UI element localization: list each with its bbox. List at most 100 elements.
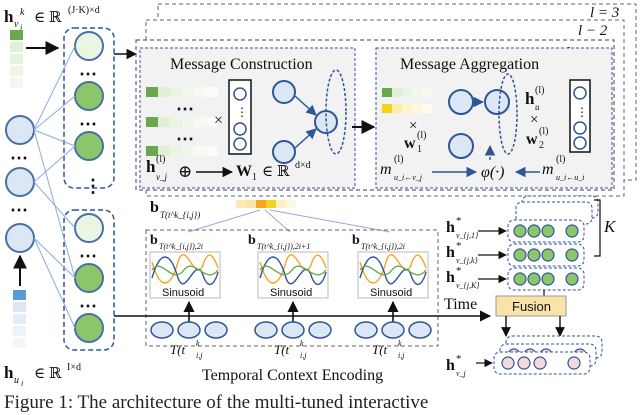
ui-embedding-column: [13, 290, 26, 348]
h-vj-l-base: h: [146, 157, 156, 176]
w1-exp: d×d: [295, 160, 311, 171]
b-T2i-label-right: b T(t^k_{i,j}),2i: [352, 233, 405, 251]
h-star-k-label: h * v_{j,k}: [446, 240, 479, 265]
dots: ⋯: [79, 114, 97, 134]
phi-function: φ(·): [481, 164, 505, 181]
h-star-vj-stack: [476, 335, 603, 375]
b-T2i1-label: b T(t^k_{i,j}),2i+1: [248, 233, 310, 251]
embed-cell: [10, 78, 23, 88]
vj-embedding-column: [10, 30, 23, 88]
h-ui-l-label: h (l) u: [525, 85, 544, 112]
ma-node: [448, 89, 474, 115]
b-T-vector: [236, 200, 296, 208]
dots: ⋯: [79, 296, 97, 316]
dots: ⋯: [176, 129, 194, 149]
ui-node: [5, 223, 35, 253]
h-vj-dimension-label: h v j k ∈ ℝ (J·K)×d: [4, 5, 100, 32]
h-ui-rest: ∈ ℝ: [34, 366, 62, 382]
vdots: ⋮: [236, 105, 248, 119]
h-ui-subsub: i: [21, 379, 23, 388]
sinusoid-label: Sinusoid: [162, 287, 204, 299]
temporal-context-encoding-label: Temporal Context Encoding: [202, 367, 383, 384]
embed-cell: [13, 338, 26, 348]
svg-text:*: *: [456, 240, 462, 252]
oplus-symbol: ⊕: [178, 162, 192, 181]
b-T2i-base: b: [352, 233, 360, 248]
svg-text:k: k: [196, 339, 200, 348]
b-T-base: b: [150, 199, 159, 216]
b-T-sub: T(t^k_{i,j}): [160, 210, 200, 220]
h-vj-base: h: [4, 7, 14, 26]
m-vu-sub: u_i←v_j: [394, 173, 423, 182]
b-T2i-label: b T(t^k_{i,j}),2i: [150, 233, 203, 251]
svg-text:*: *: [456, 353, 462, 365]
svg-text:h: h: [446, 244, 455, 261]
sinusoid-label: Sinusoid: [270, 287, 312, 299]
times-symbol: ×: [530, 112, 538, 128]
svg-text:*: *: [456, 215, 462, 227]
h-star-vj-label: h * v_j: [446, 353, 467, 378]
vj-node: [74, 131, 104, 161]
vj-node: [74, 213, 104, 243]
m-vu-base: m: [380, 161, 392, 178]
sinusoid-label: Sinusoid: [370, 287, 412, 299]
k-bracket: [594, 199, 601, 257]
h-vj-l-sup: (l): [156, 154, 165, 165]
svg-text:h: h: [446, 357, 455, 374]
h-vj-l-sub: v_j: [156, 172, 167, 182]
svg-text:k: k: [398, 339, 402, 348]
w1-l-label: w (l) 1: [404, 130, 426, 155]
svg-text:T(t: T(t: [372, 342, 388, 357]
h-ui-base: h: [4, 363, 14, 382]
w1-equation: W 1 ∈ ℝ d×d: [236, 160, 311, 183]
h-vj-rest: ∈ ℝ: [34, 10, 62, 26]
mc-weight-vector: [228, 79, 252, 155]
svg-text:v_{j,1}: v_{j,1}: [456, 231, 479, 240]
h-vj-sup: k: [20, 7, 25, 18]
time-nodes: [150, 321, 432, 339]
ma-weight-vector: [569, 79, 591, 153]
embed-cell: [13, 290, 26, 300]
embed-cell: [13, 302, 26, 312]
h-ui-l-sup: (l): [535, 85, 544, 96]
h-ui-dimension-label: h u i ∈ ℝ I×d: [4, 362, 81, 388]
b-T2i1-sub: T(t^k_{i,j}),2i+1: [257, 242, 310, 251]
m-vu-sup: (l): [394, 154, 403, 165]
dots: ⋯: [79, 246, 97, 266]
h-ui-l-base: h: [525, 89, 535, 108]
mc-input-rows: ⋯ ⋯: [146, 87, 218, 156]
ui-node: [5, 167, 35, 197]
svg-text:T(t: T(t: [274, 342, 290, 357]
b-T2i-base: b: [150, 233, 158, 248]
T-t-label: T(t k i,j: [372, 339, 405, 360]
dots: ⋯: [10, 200, 28, 220]
times-symbol: ×: [214, 112, 223, 129]
vj-node-group-top: [63, 27, 115, 189]
h-star-1-label: h * v_{j,1}: [446, 215, 479, 240]
sinusoid-panel: Sinusoid: [257, 251, 329, 299]
h-vj-l-label: h (l) v_j: [146, 154, 167, 182]
embed-cell: [10, 66, 23, 76]
ui-node: [5, 115, 35, 145]
message-construction-title: Message Construction: [170, 56, 313, 73]
h-ui-l-sub: u: [535, 102, 540, 112]
dots: ⋯: [10, 148, 28, 168]
w2-l-sub: 2: [539, 140, 544, 151]
fusion-box: [495, 295, 567, 317]
bipartite-edges: [33, 45, 76, 329]
m-uu-sup: (l): [556, 154, 565, 165]
h-star-K-label: h * v_{j,K}: [446, 265, 480, 290]
h-vj-sub: v: [14, 19, 19, 30]
b-T-label: b T(t^k_{i,j}): [150, 199, 200, 220]
svg-text:*: *: [456, 265, 462, 277]
w1-l-sup: (l): [417, 130, 426, 141]
m-uu-sub: u_i←u_i: [556, 173, 584, 182]
dots: ⋯: [79, 64, 97, 84]
vdots: ⋮: [84, 176, 102, 196]
svg-text:k: k: [300, 339, 304, 348]
layer-2-label: l − 2: [578, 23, 608, 39]
vj-node: [74, 31, 104, 61]
ma-input-rows: [382, 88, 432, 113]
embed-cell: [10, 42, 23, 52]
